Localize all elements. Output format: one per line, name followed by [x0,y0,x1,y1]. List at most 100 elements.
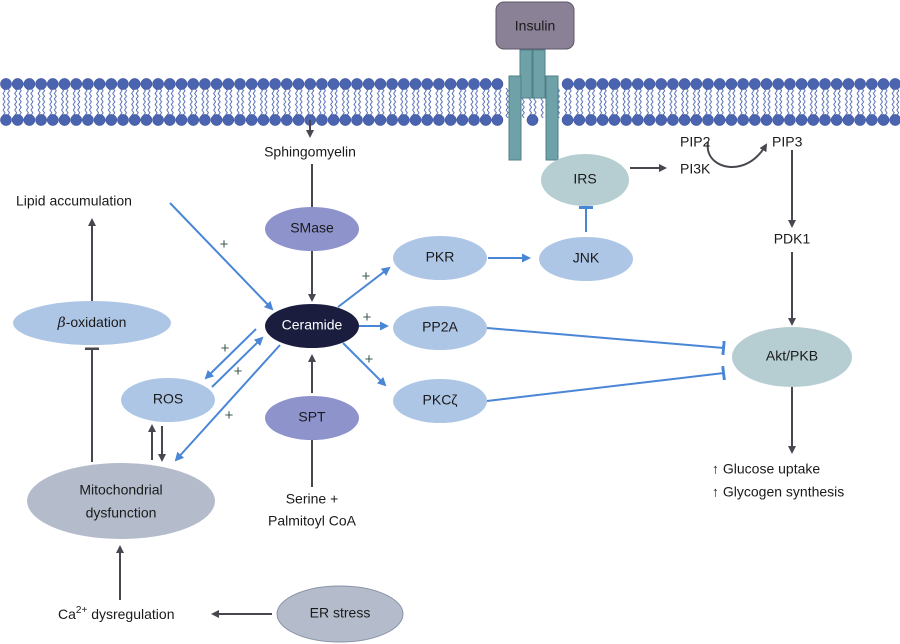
insulin-label: Insulin [515,18,555,34]
phospholipid-head [421,114,434,126]
phospholipid-head [210,78,223,90]
ros-node[interactable]: ROS [121,378,215,422]
phospholipid-head [0,78,12,90]
phospholipid-head [772,114,785,126]
mitochondrial-dysfunction-node[interactable]: Mitochondrial dysfunction [27,463,215,539]
phospholipid-head [468,78,480,90]
phospholipid-head [795,78,808,90]
plus-ceramide-mito: + [225,407,234,424]
jnk-node[interactable]: JNK [539,237,633,281]
phospholipid-head [316,78,328,90]
pkr-label: PKR [426,249,455,265]
serine-label: Serine + [286,491,339,507]
phospholipid-head [245,114,258,126]
phospholipid-head [456,114,469,126]
phospholipid-head [889,78,900,90]
phospholipid-head [152,114,164,126]
pip2-to-pip3-arrow [706,141,768,168]
phospholipid-head [819,78,831,90]
phospholipid-head [23,114,36,126]
phospholipid-head [819,114,831,126]
phospholipid-head [257,78,270,90]
phospholipid-head [222,114,235,126]
phospholipid-head [245,78,258,90]
phospholipid-head [491,78,504,90]
phospholipid-head [585,78,597,90]
phospholipid-head [222,78,235,90]
pkcz-label: PKCζ [423,392,458,408]
phospholipid-head [725,78,738,90]
phospholipid-head [140,114,153,126]
phospholipid-head [257,114,270,126]
phospholipid-head [163,114,176,126]
membrane-heads-bottom [0,114,900,126]
spt-node[interactable]: SPT [265,396,359,440]
phospholipid-head [351,78,363,90]
phospholipid-head [105,114,118,126]
smase-node[interactable]: SMase [265,207,359,251]
ceramide-to-pkcz-arrow [342,342,387,387]
phospholipid-head [280,78,293,90]
phospholipid-head [140,78,153,90]
beta-oxidation-label: β-oxidation [57,314,127,331]
pkcz-node[interactable]: PKCζ [393,379,487,423]
phospholipid-head [374,114,387,126]
receptor-beta-left [508,75,522,161]
irs-label: IRS [573,171,596,187]
phospholipid-head [70,114,83,126]
phospholipid-head [667,78,679,90]
phospholipid-head [187,78,200,90]
cell-membrane [0,78,900,126]
phospholipid-head [374,78,387,90]
beta-oxidation-node[interactable]: β-oxidation [13,301,171,345]
phospholipid-head [397,114,410,126]
phospholipid-head [444,78,457,90]
spt-label: SPT [298,409,326,425]
phospholipid-head [807,78,820,90]
phospholipid-head [760,78,773,90]
phospholipid-head [46,114,59,126]
phospholipid-head [327,78,340,90]
phospholipid-head [234,114,246,126]
phospholipid-head [631,114,644,126]
insulin-node[interactable]: Insulin [495,1,575,50]
phospholipid-head [269,78,281,90]
receptor-alpha-right [532,49,546,99]
ros-label: ROS [153,391,183,407]
phospholipid-head [678,78,691,90]
ceramide-to-ros-arrow [204,328,257,380]
phospholipid-head [362,114,375,126]
ceramide-to-mito-arrow [174,344,281,462]
phospholipid-head [737,114,749,126]
phospholipid-head [690,114,703,126]
phospholipid-head [269,114,281,126]
phospholipid-head [433,114,445,126]
irs-node[interactable]: IRS [541,154,629,206]
phospholipid-head [526,114,539,126]
phospholipid-head [409,78,422,90]
plus-ros-ceramide: + [234,363,243,380]
er-stress-node[interactable]: ER stress [276,585,404,643]
ceramide-node[interactable]: Ceramide [265,304,359,348]
phospholipid-head [596,78,609,90]
phospholipid-head [421,78,434,90]
phospholipid-head [397,78,410,90]
phospholipid-head [760,114,773,126]
phospholipid-head [175,78,188,90]
phospholipid-head [117,78,129,90]
phospholipid-head [784,78,796,90]
phospholipid-head [11,114,24,126]
pip2-text: PIP2 [680,134,711,150]
phospholipid-head [199,114,211,126]
phospholipid-head [292,114,305,126]
phospholipid-head [444,114,457,126]
phospholipid-head [748,78,761,90]
akt-node[interactable]: Akt/PKB [732,327,852,387]
phospholipid-head [585,114,597,126]
phospholipid-head [105,78,118,90]
ceramide-label: Ceramide [282,317,343,333]
plus-ceramide-pp2a: + [363,309,372,326]
pkr-node[interactable]: PKR [393,236,487,280]
pp2a-node[interactable]: PP2A [393,306,487,350]
